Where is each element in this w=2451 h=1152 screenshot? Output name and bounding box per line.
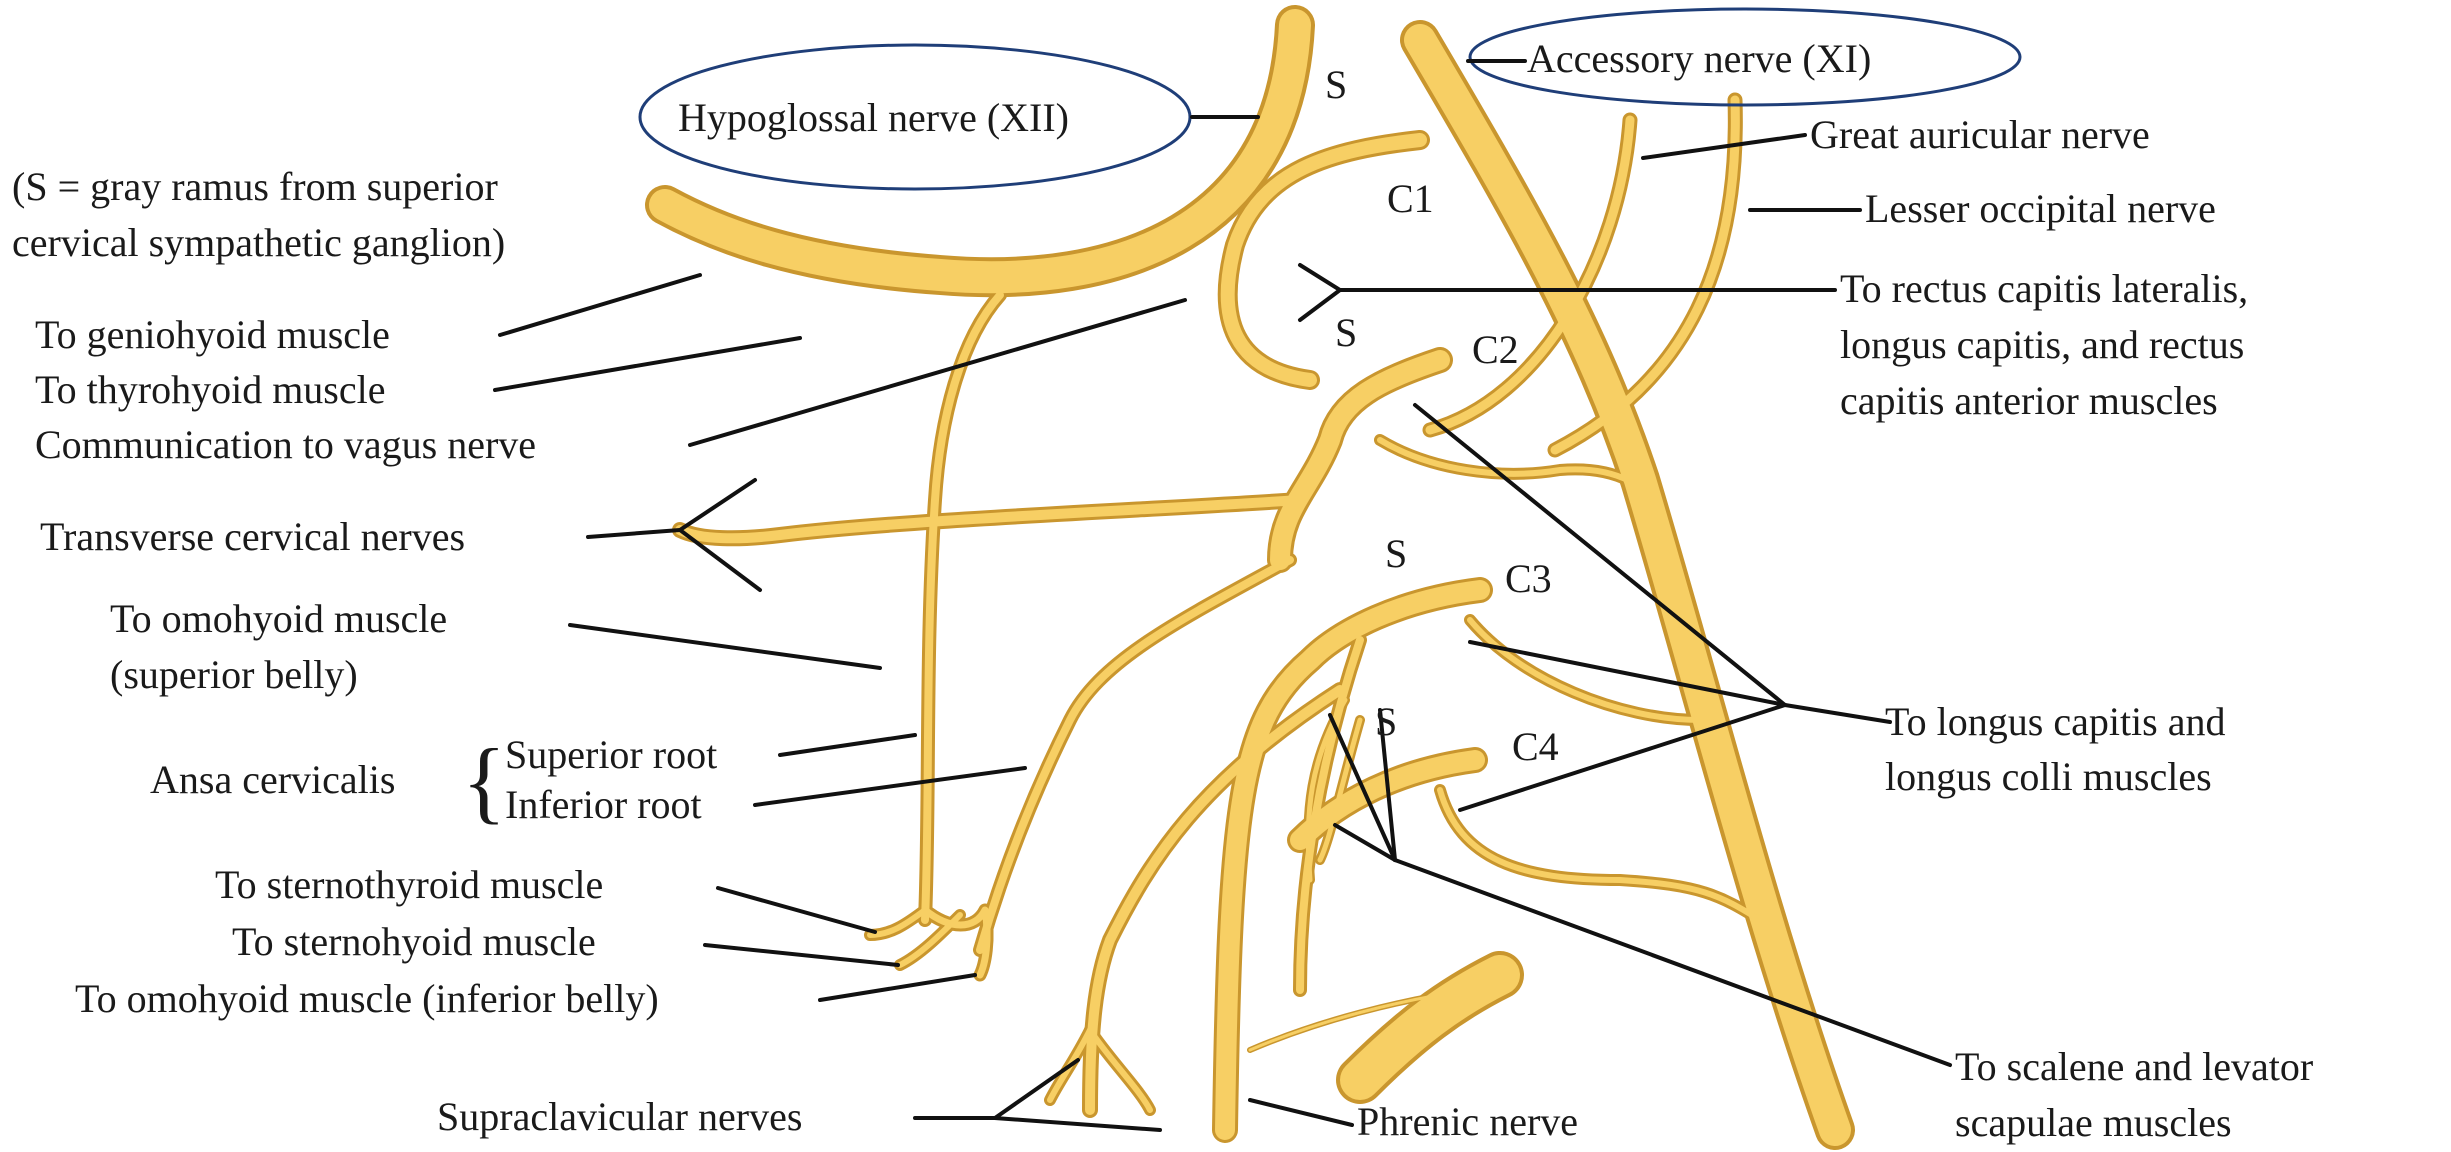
sternohyoid-label: To sternohyoid muscle: [232, 919, 596, 964]
phrenic-nerve-label: Phrenic nerve: [1357, 1099, 1578, 1144]
omohyoid-inferior-label: To omohyoid muscle (inferior belly): [75, 976, 659, 1021]
rectus-capitis-label-line3: capitis anterior muscles: [1840, 378, 2218, 423]
omohyoid-superior-label-line1: To omohyoid muscle: [110, 596, 447, 641]
scalene-label-line2: scapulae muscles: [1955, 1100, 2232, 1145]
accessory-nerve-label: Accessory nerve (XI): [1527, 36, 1871, 81]
longus-label-line2: longus colli muscles: [1885, 754, 2212, 799]
geniohyoid-label: To geniohyoid muscle: [35, 312, 390, 357]
scalene-label-line1: To scalene and levator: [1955, 1044, 2313, 1089]
c3-label: C3: [1505, 556, 1552, 601]
supraclavicular-label: Supraclavicular nerves: [437, 1094, 802, 1139]
omohyoid-superior-label-line2: (superior belly): [110, 652, 358, 697]
transverse-cervical-label: Transverse cervical nerves: [40, 514, 465, 559]
c4-label: C4: [1512, 724, 1559, 769]
s-label-c3: S: [1385, 531, 1407, 576]
gray-ramus-note-line2: cervical sympathetic ganglion): [12, 220, 505, 265]
nerve-drawing: [665, 25, 1835, 1130]
ansa-brace: {: [462, 730, 506, 832]
inferior-root-label: Inferior root: [505, 782, 702, 827]
longus-label-line1: To longus capitis and: [1885, 699, 2226, 744]
c2-label: C2: [1472, 327, 1519, 372]
c1-label: C1: [1387, 176, 1434, 221]
ansa-cervicalis-label: Ansa cervicalis: [150, 757, 395, 802]
rectus-capitis-label-line2: longus capitis, and rectus: [1840, 322, 2244, 367]
rectus-capitis-label-line1: To rectus capitis lateralis,: [1840, 266, 2248, 311]
gray-ramus-note-line1: (S = gray ramus from superior: [12, 164, 498, 209]
s-label-c4: S: [1375, 699, 1397, 744]
hypoglossal-nerve-label: Hypoglossal nerve (XII): [678, 95, 1069, 140]
s-label-c1: S: [1325, 62, 1347, 107]
great-auricular-label: Great auricular nerve: [1810, 112, 2150, 157]
sternothyroid-label: To sternothyroid muscle: [215, 862, 603, 907]
vagus-communication-label: Communication to vagus nerve: [35, 422, 536, 467]
thyrohyoid-label: To thyrohyoid muscle: [35, 367, 386, 412]
superior-root-label: Superior root: [505, 732, 717, 777]
lesser-occipital-label: Lesser occipital nerve: [1865, 186, 2216, 231]
s-label-c2: S: [1335, 310, 1357, 355]
